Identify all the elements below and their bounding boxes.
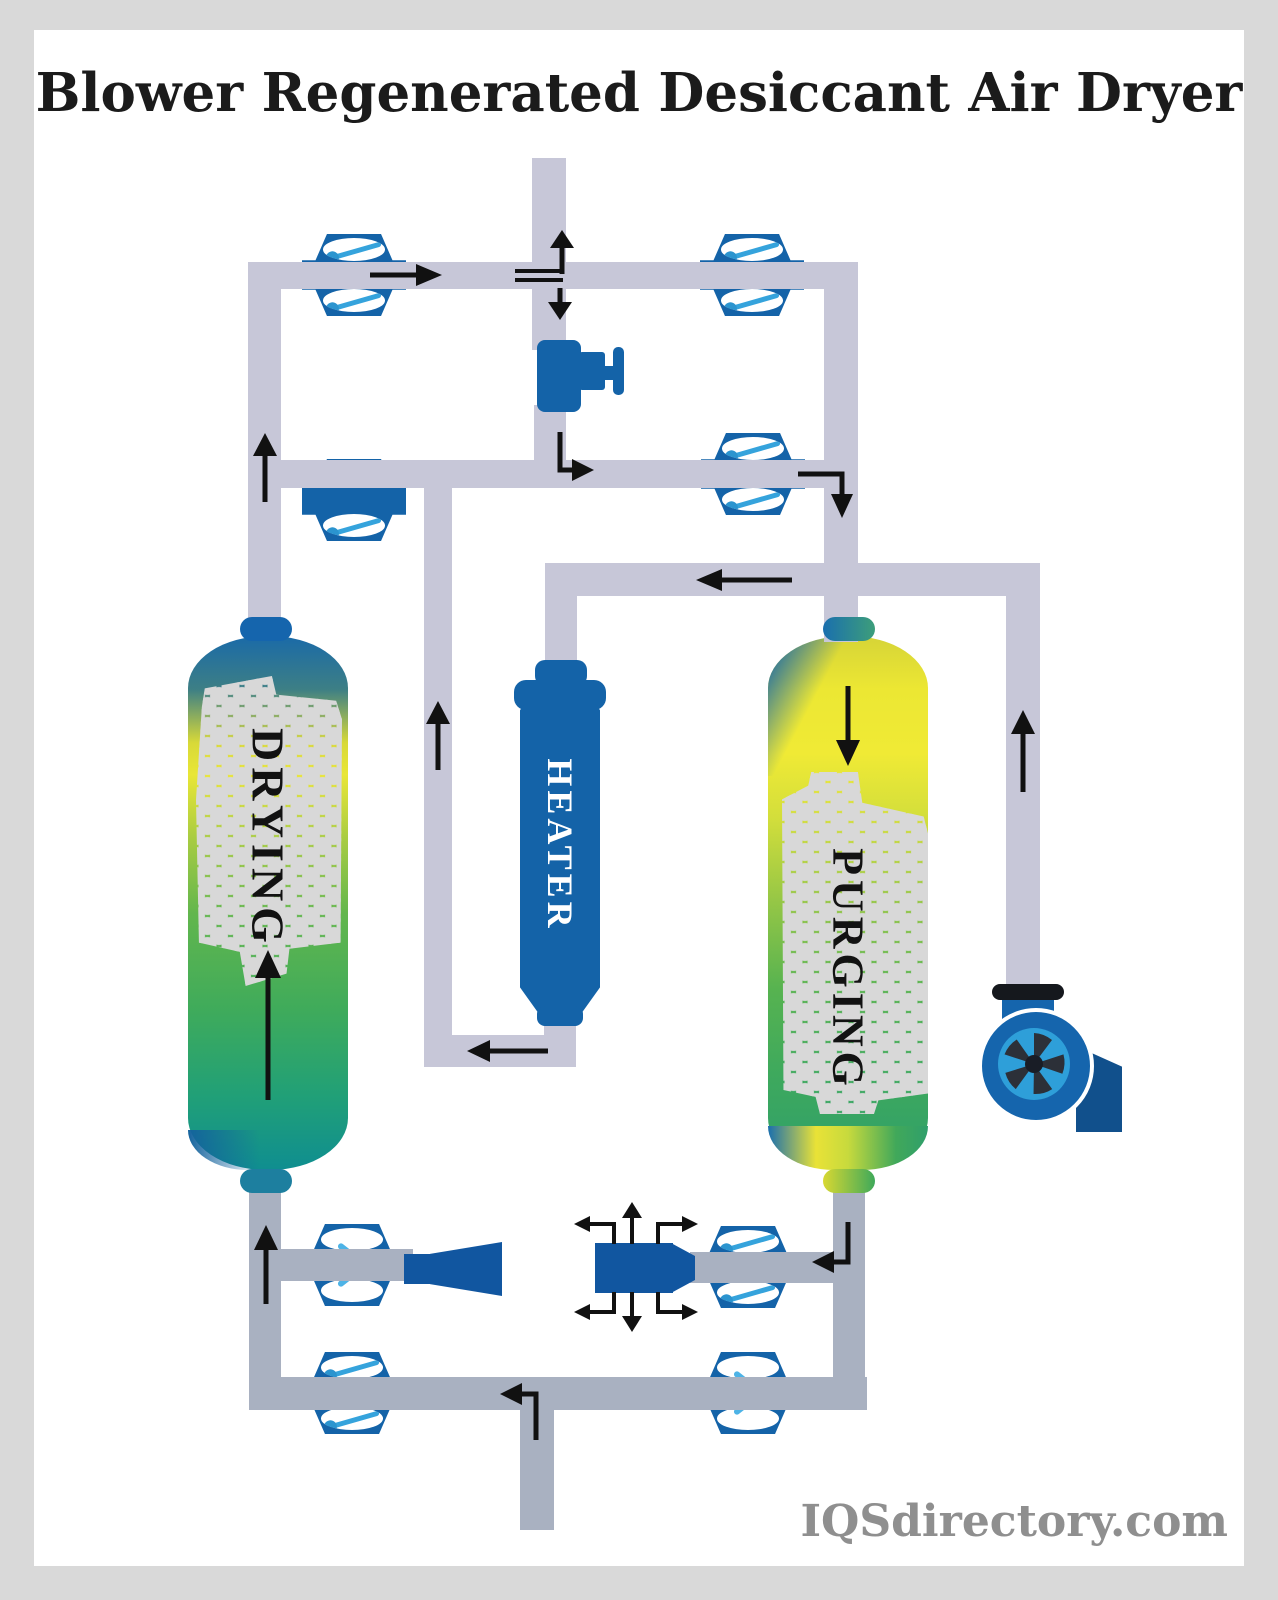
pipe-regen-header (545, 563, 1040, 596)
vessel-neck-cap (240, 1169, 292, 1193)
valve-disc-icon (720, 1233, 776, 1254)
valve-window (721, 437, 785, 461)
desiccant-beads (196, 676, 342, 986)
vent-arrow-up (622, 1202, 642, 1244)
four-way-valve-body (537, 340, 581, 412)
page-title: Blower Regenerated Desiccant Air Dryer (35, 62, 1243, 124)
valve-disc-icon (724, 292, 780, 312)
valve-window (716, 1406, 780, 1430)
valve-window (320, 1356, 384, 1380)
vent-arrow-down (622, 1292, 642, 1332)
valve-window (721, 487, 785, 511)
desiccant-beads (782, 772, 928, 1114)
pipe-bottom-header (249, 1377, 867, 1410)
vent-arrow-left (574, 1216, 616, 1244)
valve-window (320, 1278, 384, 1302)
heater-bottom-flange (537, 1006, 583, 1026)
flow-arrow-elbow-right (557, 432, 594, 481)
pipe-exhaust-left (281, 1249, 413, 1281)
valve-window (716, 1230, 780, 1254)
vessel-neck-cap (823, 1169, 875, 1193)
purging-tower-label: PURGING (823, 848, 873, 1091)
flow-arrow-up (254, 1225, 278, 1304)
flow-arrow-down (548, 288, 572, 320)
flow-arrow-up (426, 701, 450, 770)
vent-arrow-left (574, 1292, 616, 1320)
flow-arrow-left (696, 569, 792, 591)
valve-window (320, 1228, 384, 1252)
heater-vessel (520, 704, 600, 1012)
valve-disc-icon (724, 241, 780, 262)
valve-window (716, 1280, 780, 1304)
vessel-neck-cap (823, 617, 875, 641)
valve-window (322, 513, 386, 537)
four-way-valve-stem (603, 366, 616, 380)
flow-arrow-up (255, 950, 281, 1100)
valve-disc-icon (326, 292, 382, 312)
vessel-neck-cap (240, 617, 292, 641)
valve-disc-icon (720, 1284, 776, 1304)
valve-window (322, 288, 386, 312)
exhaust-muffler-body (595, 1243, 673, 1293)
pipe-mid-header (250, 460, 856, 488)
valve-window (322, 238, 386, 262)
valve-window (720, 238, 784, 262)
exhaust-diffuser-neck (404, 1254, 434, 1284)
valve-disc-icon (725, 440, 781, 461)
flow-arrow-left (467, 1040, 548, 1062)
vent-arrow-right (656, 1216, 698, 1244)
flow-arrow-elbow-down (798, 471, 853, 518)
fan-icon (998, 1028, 1070, 1100)
flow-arrow-elbow-left (500, 1383, 539, 1440)
flow-arrow-up (1011, 710, 1035, 792)
flow-arrow-right (370, 264, 442, 286)
flow-arrow-down (836, 686, 860, 766)
valve-window (320, 1406, 384, 1430)
four-way-valve-port (579, 352, 605, 390)
valve-disc-icon (326, 517, 382, 537)
four-way-valve-handle (613, 347, 624, 395)
pipe-top-header (248, 262, 856, 289)
valve-window (720, 288, 784, 312)
valve-window (716, 1356, 780, 1380)
drying-tower-label: DRYING (242, 728, 294, 949)
watermark: IQSdirectory.com (800, 1496, 1228, 1547)
valve-disc-icon (324, 1410, 380, 1430)
valve-disc-icon (725, 491, 781, 511)
crossover-bar-icon (515, 269, 563, 273)
heater-label: HEATER (540, 758, 580, 932)
flow-arrow-elbow-left (812, 1222, 851, 1273)
blower-inlet-collar (992, 984, 1064, 1000)
crossover-bar-icon (515, 278, 563, 282)
flow-arrow-up (253, 433, 277, 502)
pipe-heater-top-drop (545, 590, 577, 666)
vent-arrow-right (656, 1292, 698, 1320)
